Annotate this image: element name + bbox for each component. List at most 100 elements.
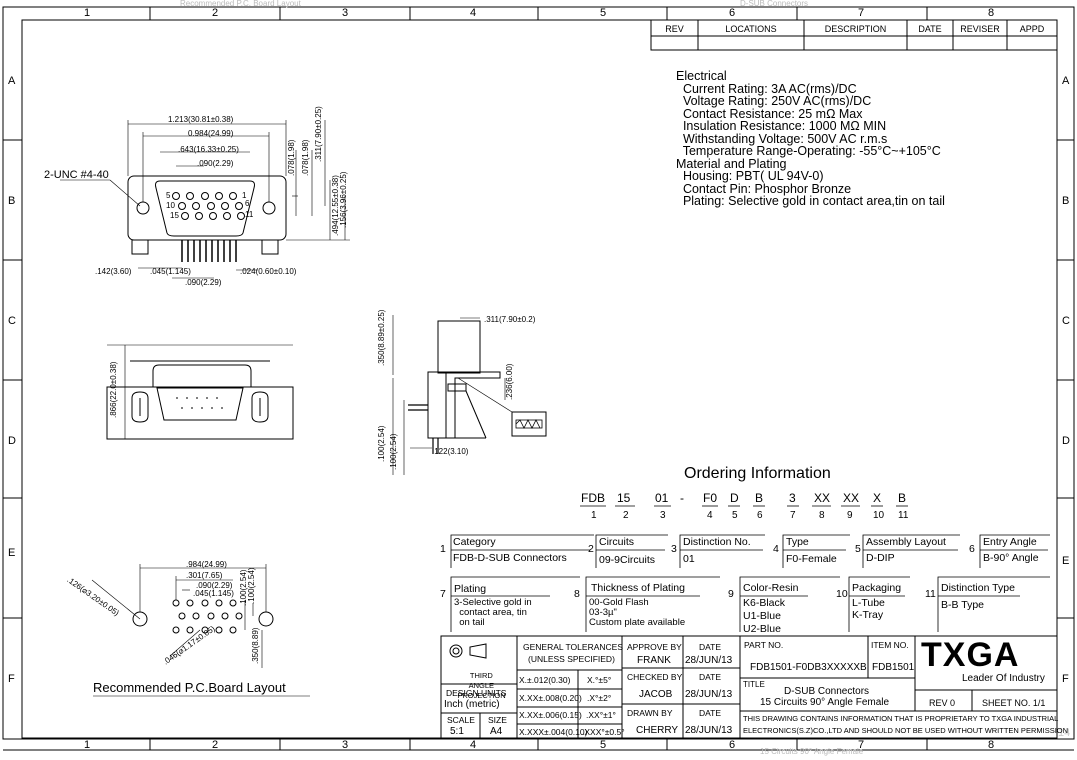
option-value: B-B Type (941, 599, 984, 611)
col-label: 3 (342, 739, 349, 751)
sheet-value: SHEET NO. 1/1 (982, 698, 1046, 708)
spec-line: Material and Plating (676, 156, 787, 171)
col-label: 8 (988, 7, 995, 19)
dim-label: .100(2.54) (389, 433, 398, 470)
pin-label: 10 (166, 201, 175, 210)
unless-label: (UNLESS SPECIFIED) (528, 654, 615, 664)
option-num: 7 (440, 588, 446, 600)
approve-value: FRANK (637, 655, 671, 666)
order-num: 4 (707, 510, 713, 521)
option-title: Color-Resin (743, 582, 799, 594)
faded-text: Recommended P.C. Board Layout (180, 0, 301, 8)
gen-tol-label: GENERAL TOLERANCES (523, 642, 623, 652)
dim-label: .122(3.10) (432, 447, 469, 456)
spec-line: Plating: Selective gold in contact area,… (676, 194, 945, 208)
dim-label: 1.213(30.81±0.38) (168, 115, 234, 124)
projection-label: THIRD ANGLE PROJECTION (449, 663, 505, 708)
order-num: 5 (732, 510, 738, 521)
date-label: DATE (699, 642, 722, 652)
approve-label: APPROVE BY (627, 642, 682, 652)
order-code: FDB (581, 491, 605, 505)
option-num: 5 (855, 543, 861, 555)
row-label: D (1062, 435, 1070, 447)
rev-header: REVISER (960, 24, 1000, 34)
option-title: Thickness of Plating (591, 582, 685, 594)
date-value: 28/JUN/13 (685, 725, 733, 736)
checked-value: JACOB (639, 689, 673, 700)
rev-header: APPD (1019, 24, 1045, 34)
order-code: XX (814, 491, 831, 505)
row-label: C (1062, 315, 1070, 327)
col-label: 5 (600, 7, 607, 19)
row-label: B (1062, 195, 1070, 207)
order-code: F0 (703, 491, 718, 505)
order-code: 15 (617, 491, 631, 505)
option-value: U1-Blue (743, 610, 781, 622)
tol-value: X.XXX±.004(0.10) (519, 727, 588, 737)
order-num: 6 (757, 510, 763, 521)
dim-label: .024(0.60±0.10) (240, 267, 297, 276)
option-title: Entry Angle (983, 536, 1037, 548)
spec-line: Electrical (676, 69, 727, 83)
part-no-label: PART NO. (744, 640, 784, 650)
design-units-value: Inch (metric) (444, 699, 500, 710)
dim-label: .236(6.00) (505, 363, 514, 400)
scale-label: SCALE (447, 715, 475, 725)
order-num: 2 (623, 510, 629, 521)
rev-header: REV (665, 24, 684, 34)
pin-label: 15 (170, 211, 179, 220)
order-code: XX (843, 491, 860, 505)
option-value: contact area, tin (454, 607, 527, 618)
dim-label: .350(8.89±0.25) (377, 309, 386, 366)
scale-value: 5:1 (450, 726, 464, 737)
date-value: 28/JUN/13 (685, 689, 733, 700)
option-num: 1 (440, 543, 446, 555)
pcb-layout-title: Recommended P.C.Board Layout (93, 680, 286, 695)
order-num: 9 (847, 510, 853, 521)
specifications: Electrical Current Rating: 3A AC(rms)/DC… (676, 70, 945, 208)
col-label: 2 (212, 739, 219, 751)
option-title: Distinction Type (941, 582, 1015, 594)
dim-label: .045(1.145) (193, 589, 234, 598)
col-label: 3 (342, 7, 349, 19)
date-value: 28/JUN/13 (685, 655, 733, 666)
option-num: 10 (836, 588, 848, 600)
date-label: DATE (699, 708, 722, 718)
proprietary-text: THIS DRAWING CONTAINS INFORMATION THAT I… (743, 714, 1059, 723)
item-no-label: ITEM NO. (871, 640, 909, 650)
option-value: 3-Selective gold in (454, 597, 532, 608)
dim-label: .866(22.0±0.38) (109, 361, 118, 418)
option-value: B-90° Angle (983, 552, 1039, 564)
tol-value: X.XX±.006(0.15) (519, 710, 582, 720)
dim-label: .090(2.29) (196, 581, 233, 590)
rev-header: DATE (918, 24, 942, 34)
title-line-2: 15 Circuits 90° Angle Female (760, 697, 890, 708)
faded-text: 15 Circuits 90° Angle Female (760, 747, 864, 756)
order-code: D (730, 491, 739, 505)
ordering-title: Ordering Information (684, 465, 831, 482)
row-label: A (8, 75, 16, 87)
option-num: 2 (588, 543, 594, 555)
tol-value: X.°±5° (587, 675, 612, 685)
dim-label: .643(16.33±0.25) (178, 145, 239, 154)
option-num: 9 (728, 588, 734, 600)
company-logo: TXGA (921, 636, 1020, 674)
dim-label: .984(24.99) (186, 560, 227, 569)
rev-value: REV 0 (929, 698, 956, 708)
col-label: 1 (84, 739, 91, 751)
row-label: F (8, 673, 15, 685)
option-value: Custom plate available (589, 617, 686, 628)
order-code: 01 (655, 491, 669, 505)
option-title: Plating (454, 583, 487, 595)
option-num: 6 (969, 543, 975, 555)
row-label: E (8, 547, 16, 559)
spec-line: Current Rating: 3A AC(rms)/DC (676, 81, 857, 96)
option-value: U2-Blue (743, 623, 781, 635)
dim-label: 2-UNC #4-40 (44, 169, 109, 181)
option-value: K6-Black (743, 597, 786, 609)
col-label: 7 (858, 7, 865, 19)
row-label: C (8, 315, 16, 327)
part-no-value: FDB1501-F0DB3XXXXXB (750, 662, 867, 673)
option-title: Packaging (852, 582, 902, 594)
